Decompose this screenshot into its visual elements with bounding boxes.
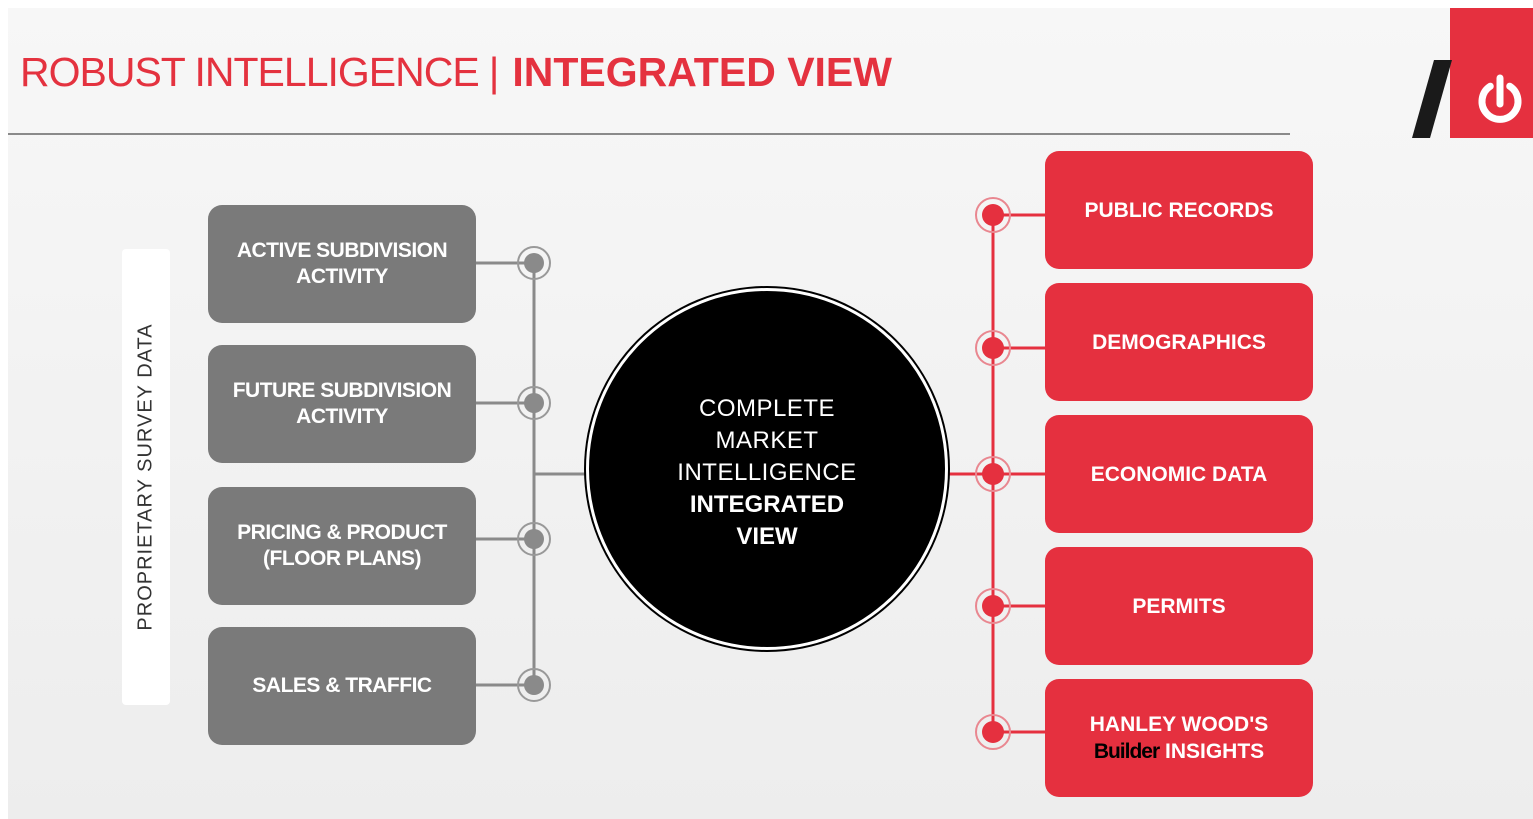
source-label-line1: FUTURE SUBDIVISION	[232, 379, 452, 402]
source-label: PERMITS	[1132, 594, 1226, 618]
hub-line-3: INTELLIGENCE	[677, 459, 857, 486]
builder-brand: Builder	[1093, 740, 1160, 763]
hub-circle	[586, 288, 948, 650]
title-divider	[8, 133, 1290, 135]
right-connectors	[940, 197, 1045, 750]
left-node-1	[517, 246, 551, 280]
source-public-records: PUBLIC RECORDS	[1045, 151, 1313, 269]
source-permits: PERMITS	[1045, 547, 1313, 665]
slide-title: ROBUST INTELLIGENCE| INTEGRATED VIEW	[20, 48, 892, 96]
source-pricing-product: PRICING & PRODUCT (FLOOR PLANS)	[208, 487, 476, 605]
right-node-5	[975, 714, 1011, 750]
source-label: PUBLIC RECORDS	[1084, 198, 1274, 222]
title-regular: ROBUST INTELLIGENCE	[20, 49, 480, 95]
source-label: ECONOMIC DATA	[1090, 462, 1268, 486]
side-label-panel	[122, 249, 170, 705]
source-label-line2-rest: INSIGHTS	[1159, 740, 1265, 763]
source-sales-traffic: SALES & TRAFFIC	[208, 627, 476, 745]
source-label: DEMOGRAPHICS	[1092, 330, 1266, 354]
left-node-3	[517, 522, 551, 556]
title-separator: |	[488, 49, 500, 95]
title-bold: INTEGRATED VIEW	[512, 49, 892, 95]
source-builder-insights: HANLEY WOOD'S Builder INSIGHTS	[1045, 679, 1313, 797]
source-label-line1: PRICING & PRODUCT	[237, 521, 447, 544]
source-demographics: DEMOGRAPHICS	[1045, 283, 1313, 401]
source-label-line2: (FLOOR PLANS)	[263, 547, 421, 570]
left-node-2	[517, 386, 551, 420]
left-connectors	[476, 246, 591, 702]
source-label-line2: ACTIVITY	[296, 265, 388, 288]
power-icon	[1478, 74, 1522, 123]
hub-bold-2: VIEW	[736, 523, 798, 550]
right-node-2	[975, 330, 1011, 366]
slide: ROBUST INTELLIGENCE|INTEGRATED VIEW PROP…	[8, 8, 1533, 819]
source-future-subdivision: FUTURE SUBDIVISION ACTIVITY	[208, 345, 476, 463]
source-economic-data: ECONOMIC DATA	[1045, 415, 1313, 533]
source-active-subdivision: ACTIVE SUBDIVISION ACTIVITY	[208, 205, 476, 323]
hub-line-1: COMPLETE	[698, 395, 836, 422]
logo-black-stripe	[1412, 60, 1452, 138]
source-label-line1: ACTIVE SUBDIVISION	[236, 239, 448, 262]
source-label-line2: Builder INSIGHTS	[1094, 738, 1264, 765]
hub-line-2: MARKET	[715, 427, 819, 454]
logo	[1412, 8, 1533, 138]
source-label-line1: HANLEY WOOD'S	[1089, 713, 1269, 736]
hub-text: COMPLETE MARKET INTELLIGENCE INTEGRATED …	[586, 393, 948, 553]
source-label-line2: ACTIVITY	[296, 405, 388, 428]
hub-bold-1: INTEGRATED	[689, 491, 845, 518]
right-node-1	[975, 197, 1011, 233]
connector-lines	[476, 197, 1045, 750]
right-node-3	[975, 456, 1011, 492]
left-node-4	[517, 668, 551, 702]
logo-red-panel	[1450, 8, 1533, 138]
source-label-line1: SALES & TRAFFIC	[252, 674, 432, 697]
right-node-4	[975, 588, 1011, 624]
